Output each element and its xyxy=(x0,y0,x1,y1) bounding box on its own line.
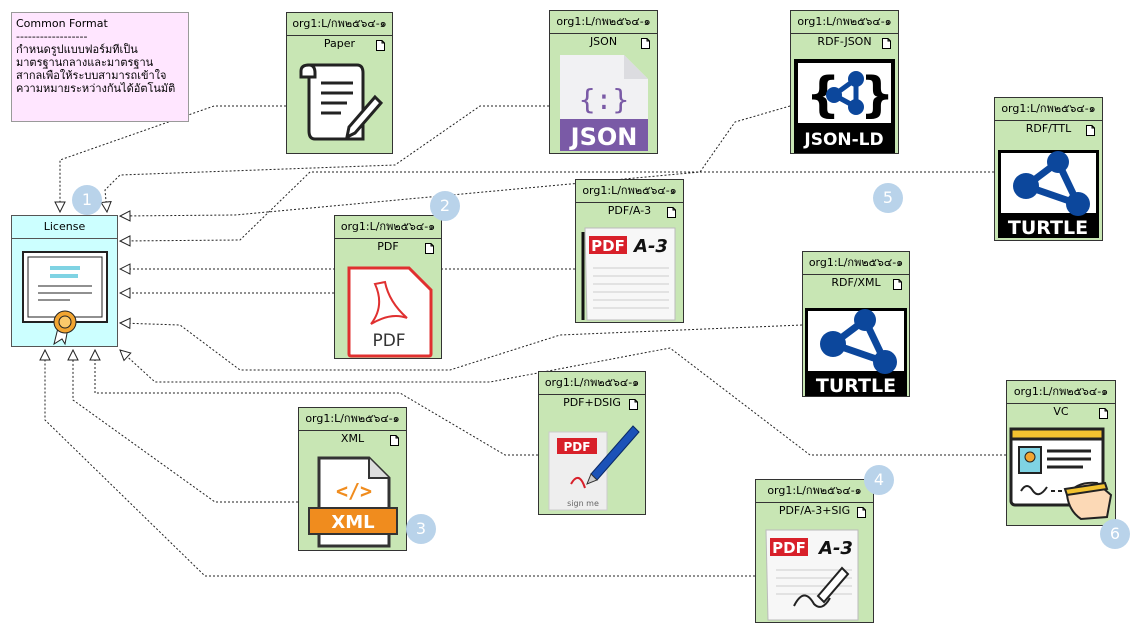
connector-note xyxy=(60,105,286,212)
svg-text:}: } xyxy=(860,67,894,123)
box-label: PDF/A-3 xyxy=(607,204,652,217)
document-icon xyxy=(1086,125,1095,136)
box-label: JSON xyxy=(589,35,618,48)
box-label: RDF/TTL xyxy=(1025,122,1072,135)
pdf-a3-icon: PDF A-3 xyxy=(581,227,676,321)
license-label: License xyxy=(43,220,86,233)
note-line: ความหมายระหว่างกันได้อัตโนมัติ xyxy=(16,82,176,95)
box-header: org1:L/กพ๒๕๖๔-๑ xyxy=(299,408,406,431)
step-badge-2: 2 xyxy=(430,191,460,221)
format-paper[interactable]: org1:L/กพ๒๕๖๔-๑ Paper xyxy=(286,12,393,154)
box-header: org1:L/กพ๒๕๖๔-๑ xyxy=(756,480,873,503)
document-icon xyxy=(857,507,866,518)
pdf-a3-sig-logo-text: PDF xyxy=(772,539,806,557)
box-header: org1:L/กพ๒๕๖๔-๑ xyxy=(803,252,909,275)
format-pdf-a3-sig[interactable]: org1:L/กพ๒๕๖๔-๑ PDF/A-3+SIG PDF A-3 xyxy=(755,479,874,623)
pdf-logo-text: PDF xyxy=(372,331,405,351)
xml-file-icon: </> XML xyxy=(308,456,398,548)
json-file-icon: {:} JSON xyxy=(560,55,648,151)
box-label: VC xyxy=(1053,405,1069,418)
turtle-logo-text: TURTLE xyxy=(816,375,896,397)
format-pdf-a3[interactable]: org1:L/กพ๒๕๖๔-๑ PDF/A-3 PDF A-3 xyxy=(575,179,684,323)
connector-xml xyxy=(73,350,298,503)
format-rdf-ttl[interactable]: org1:L/กพ๒๕๖๔-๑ RDF/TTL TURTLE xyxy=(994,97,1103,241)
format-pdf[interactable]: org1:L/กพ๒๕๖๔-๑ PDF PDF xyxy=(334,215,442,359)
pdf-a3-logo-text: PDF xyxy=(591,237,625,255)
document-icon xyxy=(667,207,676,218)
box-label: PDF/A-3+SIG xyxy=(778,504,851,517)
box-label: PDF+DSIG xyxy=(563,396,621,409)
box-header: org1:L/กพ๒๕๖๔-๑ xyxy=(539,372,645,395)
step-badge-6: 6 xyxy=(1100,519,1130,549)
note-separator: ------------------ xyxy=(16,30,88,43)
connector-json xyxy=(105,105,549,212)
turtle-icon: TURTLE xyxy=(805,308,907,397)
format-pdf-dsig[interactable]: org1:L/กพ๒๕๖๔-๑ PDF+DSIG PDF sign me xyxy=(538,371,646,515)
box-label: Paper xyxy=(323,37,356,50)
box-label: RDF-JSON xyxy=(817,35,872,48)
connector-pdfa3sig xyxy=(45,350,755,577)
json-ld-logo-text: JSON-LD xyxy=(803,130,883,150)
box-header: org1:L/กพ๒๕๖๔-๑ xyxy=(550,11,657,34)
note-title: Common Format xyxy=(16,17,108,30)
document-icon xyxy=(376,40,385,51)
document-icon xyxy=(629,399,638,410)
paper-scroll-icon xyxy=(299,63,384,141)
pdf-a3-suffix: A-3 xyxy=(632,236,668,257)
box-header: org1:L/กพ๒๕๖๔-๑ xyxy=(791,11,898,34)
document-icon xyxy=(425,243,434,254)
pdf-sign-icon: PDF sign me xyxy=(548,425,640,511)
document-icon xyxy=(893,279,902,290)
step-badge-5: 5 xyxy=(873,183,903,213)
turtle-logo-text: TURTLE xyxy=(1008,217,1088,239)
box-header: org1:L/กพ๒๕๖๔-๑ xyxy=(995,98,1102,121)
box-label: RDF/XML xyxy=(831,276,881,289)
pdf-a3-sig-suffix: A-3 xyxy=(817,538,853,559)
box-header: org1:L/กพ๒๕๖๔-๑ xyxy=(287,13,392,36)
note-line: กำหนดรูปแบบฟอร์มที่เป็น xyxy=(16,43,138,56)
verifiable-credential-icon xyxy=(1009,427,1113,521)
connector-rdfxml xyxy=(120,323,803,371)
connector-pdfdsig xyxy=(95,350,538,456)
xml-logo-text: XML xyxy=(331,512,374,533)
pdf-sign-logo-text: PDF xyxy=(564,440,591,454)
pdf-icon: PDF xyxy=(347,266,433,358)
step-badge-4: 4 xyxy=(864,465,894,495)
format-rdf-json[interactable]: org1:L/กพ๒๕๖๔-๑ RDF-JSON { } JSON-LD xyxy=(790,10,899,154)
svg-text:{:}: {:} xyxy=(579,83,630,116)
connector-rdfttl xyxy=(120,171,994,241)
pdf-a3-sign-icon: PDF A-3 xyxy=(765,529,859,621)
step-badge-1: 1 xyxy=(72,185,102,215)
license-box[interactable]: License xyxy=(11,215,118,347)
step-badge-3: 3 xyxy=(406,514,436,544)
json-logo-text: JSON xyxy=(569,123,638,151)
pdf-sign-subtext: sign me xyxy=(567,499,599,508)
format-vc[interactable]: org1:L/กพ๒๕๖๔-๑ VC xyxy=(1006,380,1116,526)
common-format-note: Common Format ------------------ กำหนดรู… xyxy=(11,12,189,122)
box-header: org1:L/กพ๒๕๖๔-๑ xyxy=(335,216,441,239)
box-label: XML xyxy=(340,432,365,445)
box-header: org1:L/กพ๒๕๖๔-๑ xyxy=(576,180,683,203)
document-icon xyxy=(882,38,891,49)
box-header: org1:L/กพ๒๕๖๔-๑ xyxy=(1007,381,1115,404)
note-line: สากลเพื่อให้ระบบสามารถเข้าใจ xyxy=(16,69,167,82)
format-xml[interactable]: org1:L/กพ๒๕๖๔-๑ XML </> XML xyxy=(298,407,407,551)
json-ld-icon: { } JSON-LD xyxy=(794,59,895,153)
box-label: PDF xyxy=(377,240,399,253)
turtle-icon: TURTLE xyxy=(998,150,1099,239)
document-icon xyxy=(390,435,399,446)
document-icon xyxy=(641,38,650,49)
note-line: มาตรฐานกลางและมาตรฐาน xyxy=(16,56,154,69)
format-json[interactable]: org1:L/กพ๒๕๖๔-๑ JSON {:} JSON xyxy=(549,10,658,154)
format-rdf-xml[interactable]: org1:L/กพ๒๕๖๔-๑ RDF/XML TURTLE xyxy=(802,251,910,397)
certificate-icon xyxy=(22,251,108,346)
document-icon xyxy=(1099,408,1108,419)
xml-code-glyph: </> xyxy=(336,479,372,503)
